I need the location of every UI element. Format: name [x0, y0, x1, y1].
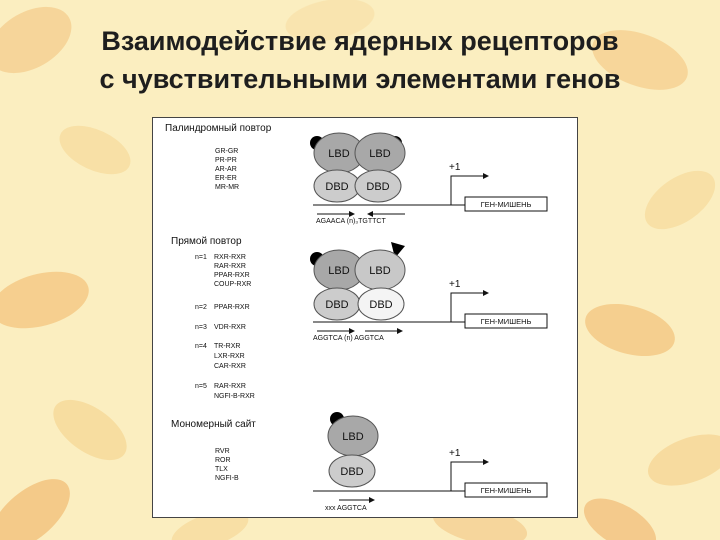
arrowhead — [369, 497, 375, 503]
receptor-pair-label: PPAR-RXR — [214, 304, 250, 311]
transcription-start-arrow — [450, 175, 483, 205]
spacer-label: n=1 — [195, 254, 207, 261]
receptor-pair-label: PPAR-RXR — [214, 272, 250, 279]
lbd-label: LBD — [328, 265, 349, 277]
arrowhead — [483, 290, 489, 296]
lbd-label: LBD — [369, 265, 390, 277]
receptor-diagram: Палиндромный повтор GR-GR PR-PR AR-AR ER… — [152, 117, 578, 518]
lbd-label: LBD — [369, 148, 390, 160]
response-element-sequence: AGAACA (n)₃TGTTCT — [316, 218, 386, 225]
receptor-monomer: LBD DBD — [327, 412, 379, 488]
arrowhead — [349, 211, 355, 217]
transcription-start-arrow — [450, 292, 483, 322]
lbd-label: LBD — [328, 148, 349, 160]
receptor-pair-label: VDR-RXR — [214, 324, 246, 331]
spacer-label: n=4 — [195, 343, 207, 350]
target-gene-label: ГЕН-МИШЕНЬ — [481, 486, 532, 495]
receptor-pair-label: TR-RXR — [214, 343, 240, 350]
slide-title: Взаимодействие ядерных рецепторов с чувс… — [0, 22, 720, 98]
target-gene-box — [464, 313, 548, 329]
receptor-dimer-direct-repeat: LBD LBD DBD DBD — [310, 242, 406, 321]
receptor-pair-label: COUP-RXR — [214, 281, 251, 288]
arrowhead — [483, 459, 489, 465]
arrowhead — [367, 211, 373, 217]
lbd-label: LBD — [342, 431, 363, 443]
dbd-label: DBD — [366, 181, 389, 193]
spacer-label: n=2 — [195, 304, 207, 311]
transcription-start-label: +1 — [449, 279, 461, 290]
receptor-dimer-palindrome: LBD LBD DBD DBD — [310, 132, 406, 203]
transcription-start-label: +1 — [449, 448, 461, 459]
receptor-pair-label: RAR-RXR — [214, 383, 246, 390]
spacer-label: n=3 — [195, 324, 207, 331]
target-gene-box — [464, 196, 548, 212]
target-gene-label: ГЕН-МИШЕНЬ — [481, 317, 532, 326]
receptor-pair-label: AR-AR — [215, 166, 237, 173]
receptor-pair-label: RXR-RXR — [214, 254, 246, 261]
section-heading-monomeric: Мономерный сайт — [171, 419, 256, 430]
dbd-domain — [328, 454, 376, 488]
receptor-label: NGFI-B — [215, 475, 239, 482]
receptor-pair-label: GR-GR — [215, 148, 238, 155]
target-gene-box — [464, 482, 548, 498]
receptor-pair-label: LXR-RXR — [214, 353, 245, 360]
receptor-pair-label: CAR-RXR — [214, 363, 246, 370]
dbd-domain — [354, 169, 402, 203]
transcription-start-arrow — [450, 461, 483, 491]
spacer-label: n=5 — [195, 383, 207, 390]
receptor-label: ROR — [215, 457, 231, 464]
receptor-pair-label: MR-MR — [215, 184, 239, 191]
receptor-pair-label: ER-ER — [215, 175, 237, 182]
section-heading-palindrome: Палиндромный повтор — [165, 123, 272, 134]
response-element-sequence: xxx AGGTCA — [325, 505, 367, 512]
receptor-label: TLX — [215, 466, 228, 473]
dbd-label: DBD — [340, 466, 363, 478]
receptor-pair-label: NGFI-B-RXR — [214, 393, 255, 400]
receptor-pair-label: RAR-RXR — [214, 263, 246, 270]
arrowhead — [483, 173, 489, 179]
slide-title-line-1: Взаимодействие ядерных рецепторов — [101, 26, 619, 56]
arrowhead — [349, 328, 355, 334]
dbd-label: DBD — [369, 299, 392, 311]
section-heading-direct-repeat: Прямой повтор — [171, 236, 242, 247]
dbd-label: DBD — [325, 299, 348, 311]
target-gene-label: ГЕН-МИШЕНЬ — [481, 200, 532, 209]
arrowhead — [397, 328, 403, 334]
dbd-domain — [357, 287, 405, 321]
response-element-sequence: AGGTCA (n) AGGTCA — [313, 335, 384, 342]
receptor-label: RVR — [215, 448, 230, 455]
slide-title-line-2: с чувствительными элементами генов — [99, 64, 621, 94]
transcription-start-label: +1 — [449, 162, 461, 173]
receptor-pair-label: PR-PR — [215, 157, 237, 164]
dbd-label: DBD — [325, 181, 348, 193]
